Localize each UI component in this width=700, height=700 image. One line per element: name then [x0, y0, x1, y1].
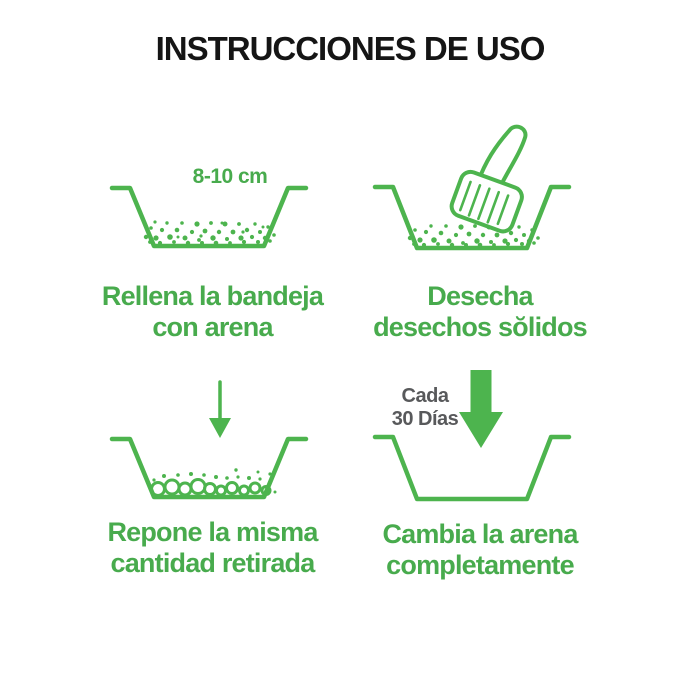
caption-line: Cambia la arena: [382, 519, 578, 549]
step-caption: Rellena la bandeja con arena: [70, 281, 355, 343]
granule-rings: [150, 478, 272, 497]
thick-down-arrow-icon: [459, 370, 503, 448]
caption-line: con arena: [152, 312, 273, 342]
empty-tray-icon: [372, 434, 572, 502]
litter-dots: [143, 220, 276, 246]
step-caption: Cambia la arena completamente: [350, 519, 610, 581]
arrow-into-tray-with-granules-icon: [109, 380, 309, 500]
thick-arrow-into-empty-tray-icon: [372, 370, 572, 502]
depth-label: 8-10 cm: [192, 165, 268, 188]
litter-dots: [407, 224, 540, 248]
caption-line: Desecha: [427, 281, 533, 311]
interval-note-line: 30 Días: [391, 408, 459, 430]
caption-line: completamente: [386, 550, 574, 580]
caption-line: Rellena la bandeja: [101, 281, 324, 311]
step-caption: Desecha desechos sŏlidos: [350, 281, 610, 343]
caption-line: desechos sŏlidos: [373, 312, 588, 342]
interval-note-line: Cada: [401, 385, 449, 407]
down-arrow-icon: [209, 380, 231, 438]
page-title: INSTRUCCIONES DE USO: [155, 30, 546, 67]
caption-line: Repone la misma: [107, 517, 318, 547]
caption-line: cantidad retirada: [110, 548, 316, 578]
litter-scoop-over-tray-icon: [372, 124, 572, 251]
litter-dots: [152, 468, 277, 494]
tray-with-litter-icon: [109, 185, 309, 249]
step-caption: Repone la misma cantidad retirada: [70, 517, 355, 579]
interval-note: Cada 30 Días: [383, 385, 467, 431]
scoop-icon: [449, 124, 528, 234]
